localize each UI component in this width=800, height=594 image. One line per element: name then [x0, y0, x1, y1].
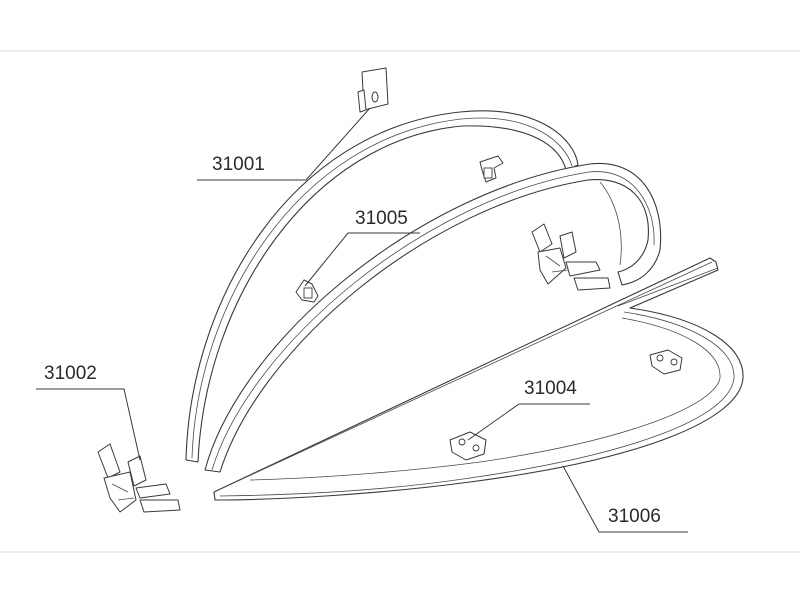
middle-arch-frame: [204, 162, 662, 473]
hinge-fitting-lower: [449, 431, 487, 461]
part-label-31004: 31004: [524, 378, 577, 399]
clip-upper: [479, 155, 504, 183]
part-label-31006: 31006: [608, 506, 661, 527]
leader-31001: [197, 107, 371, 181]
hinge-fitting-right: [649, 349, 683, 375]
corner-connector-31002: [97, 443, 181, 513]
front-lower-frame: [213, 257, 744, 501]
corner-connector-upper: [531, 223, 611, 291]
leader-31002: [36, 388, 141, 461]
leader-31005: [304, 232, 420, 287]
leader-31006: [562, 465, 688, 533]
clip-left: [295, 279, 319, 303]
part-label-31001: 31001: [212, 154, 265, 175]
part-label-31005: 31005: [355, 208, 408, 229]
part-label-31002: 31002: [44, 363, 97, 384]
bracket-plate: [357, 67, 389, 113]
leader-31004: [467, 403, 590, 441]
